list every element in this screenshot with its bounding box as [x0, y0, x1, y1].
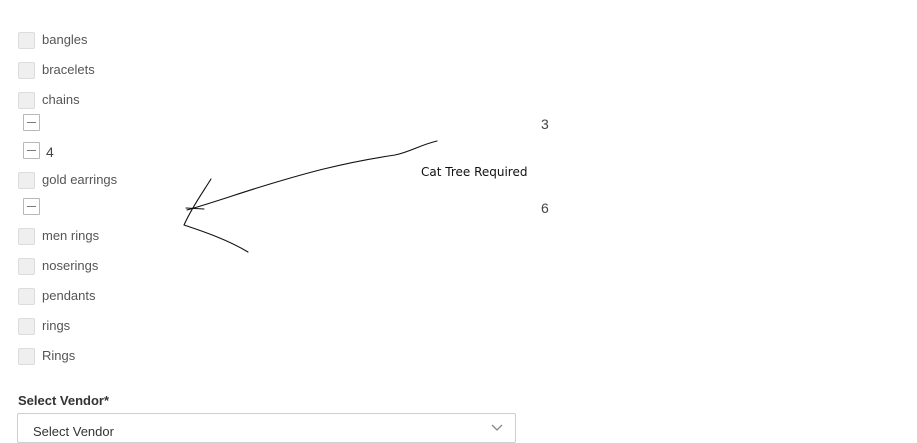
category-checkbox[interactable]: [18, 287, 35, 305]
chevron-down-icon: [491, 424, 503, 431]
category-label: noserings: [42, 258, 99, 273]
category-label: bangles: [42, 32, 88, 47]
category-label: chains: [42, 92, 80, 107]
category-checkbox[interactable]: [18, 257, 35, 275]
tree-collapse-toggle[interactable]: [23, 114, 40, 131]
tree-node-value: 6: [541, 200, 549, 216]
vendor-select[interactable]: Select Vendor: [17, 413, 516, 443]
category-checkbox[interactable]: [18, 227, 35, 245]
category-item[interactable]: bangles: [18, 30, 88, 50]
tree-node-value: 4: [46, 144, 54, 160]
category-item[interactable]: chains: [18, 90, 80, 110]
category-item[interactable]: pendants: [18, 286, 96, 306]
category-checkbox[interactable]: [18, 61, 35, 79]
category-checkbox[interactable]: [18, 91, 35, 109]
minus-icon: [27, 206, 36, 207]
category-checkbox[interactable]: [18, 317, 35, 335]
category-label: rings: [42, 318, 71, 333]
category-checkbox[interactable]: [18, 31, 35, 49]
annotation-note: Cat Tree Required: [421, 165, 528, 179]
category-item[interactable]: rings: [18, 316, 70, 336]
tree-node-value: 3: [541, 116, 549, 132]
category-label: gold earrings: [42, 172, 118, 187]
category-label: bracelets: [42, 62, 95, 77]
minus-icon: [27, 122, 36, 123]
category-label: men rings: [42, 228, 100, 243]
vendor-label: Select Vendor*: [18, 393, 110, 408]
category-checkbox[interactable]: [18, 171, 35, 189]
category-label: Rings: [42, 348, 76, 363]
category-item[interactable]: noserings: [18, 256, 98, 276]
category-item[interactable]: gold earrings: [18, 170, 117, 190]
vendor-select-value: Select Vendor: [33, 424, 114, 439]
category-item[interactable]: bracelets: [18, 60, 95, 80]
category-label: pendants: [42, 288, 96, 303]
category-checkbox[interactable]: [18, 347, 35, 365]
category-item[interactable]: Rings: [18, 346, 75, 366]
category-item[interactable]: men rings: [18, 226, 99, 246]
tree-collapse-toggle[interactable]: [23, 142, 40, 159]
minus-icon: [27, 150, 36, 151]
tree-collapse-toggle[interactable]: [23, 198, 40, 215]
